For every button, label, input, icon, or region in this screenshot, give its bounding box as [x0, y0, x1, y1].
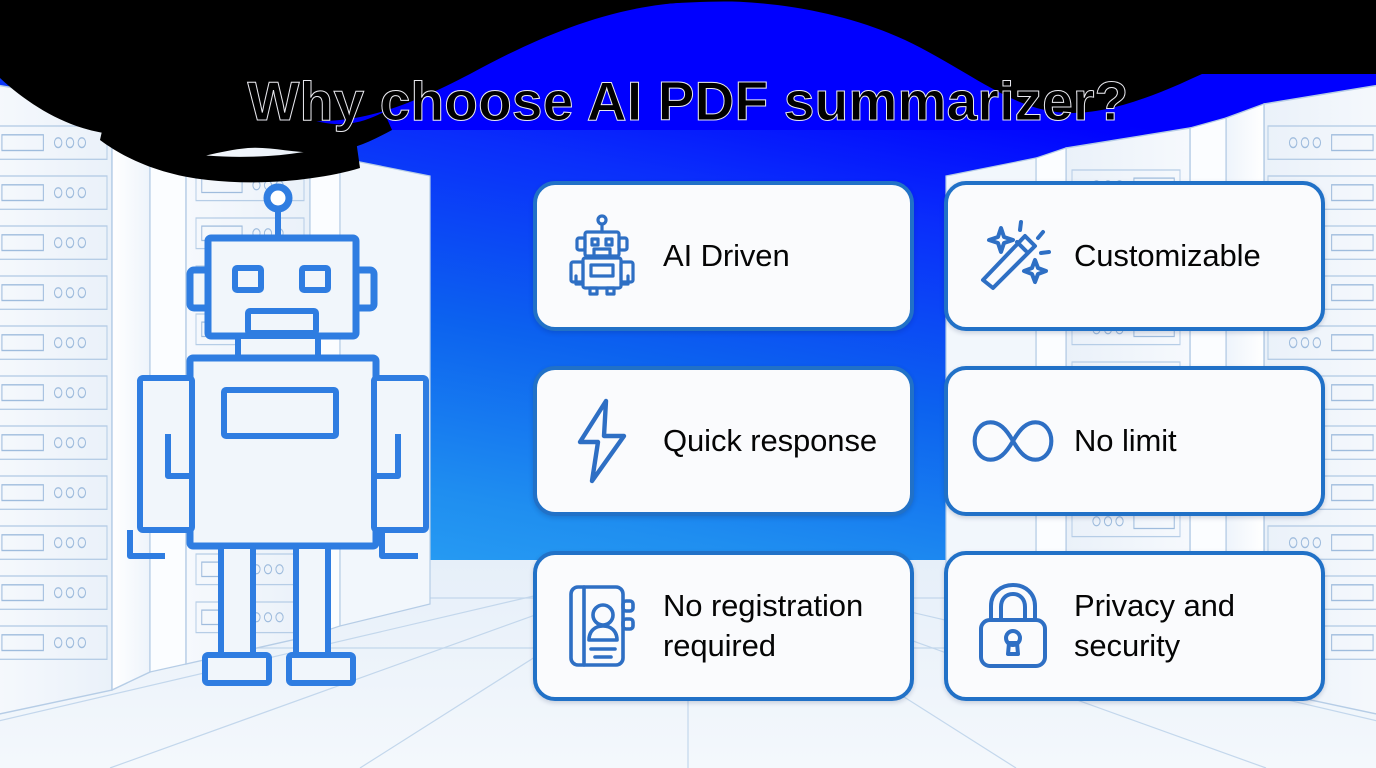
feature-card-no-registration[interactable]: No registration required [533, 551, 914, 701]
mascot-robot [127, 183, 429, 686]
infinity-icon [970, 393, 1056, 489]
title-backdrop-blob [0, 0, 1376, 183]
feature-label: Customizable [1074, 238, 1261, 274]
feature-label: AI Driven [663, 238, 790, 274]
feature-label: Privacy and security [1074, 588, 1235, 663]
robot-icon [559, 208, 645, 304]
feature-label: No limit [1074, 423, 1177, 459]
feature-card-grid: AI Driven Customizable [533, 181, 1325, 701]
feature-card-no-limit[interactable]: No limit [944, 366, 1325, 516]
magic-wand-icon [970, 208, 1056, 304]
feature-label: Quick response [663, 423, 877, 459]
feature-label: No registration required [663, 588, 864, 663]
padlock-icon [970, 578, 1056, 674]
feature-card-privacy-security[interactable]: Privacy and security [944, 551, 1325, 701]
contact-book-icon [559, 578, 645, 674]
feature-card-customizable[interactable]: Customizable [944, 181, 1325, 331]
feature-card-quick-response[interactable]: Quick response [533, 366, 914, 516]
feature-card-ai-driven[interactable]: AI Driven [533, 181, 914, 331]
lightning-bolt-icon [559, 393, 645, 489]
